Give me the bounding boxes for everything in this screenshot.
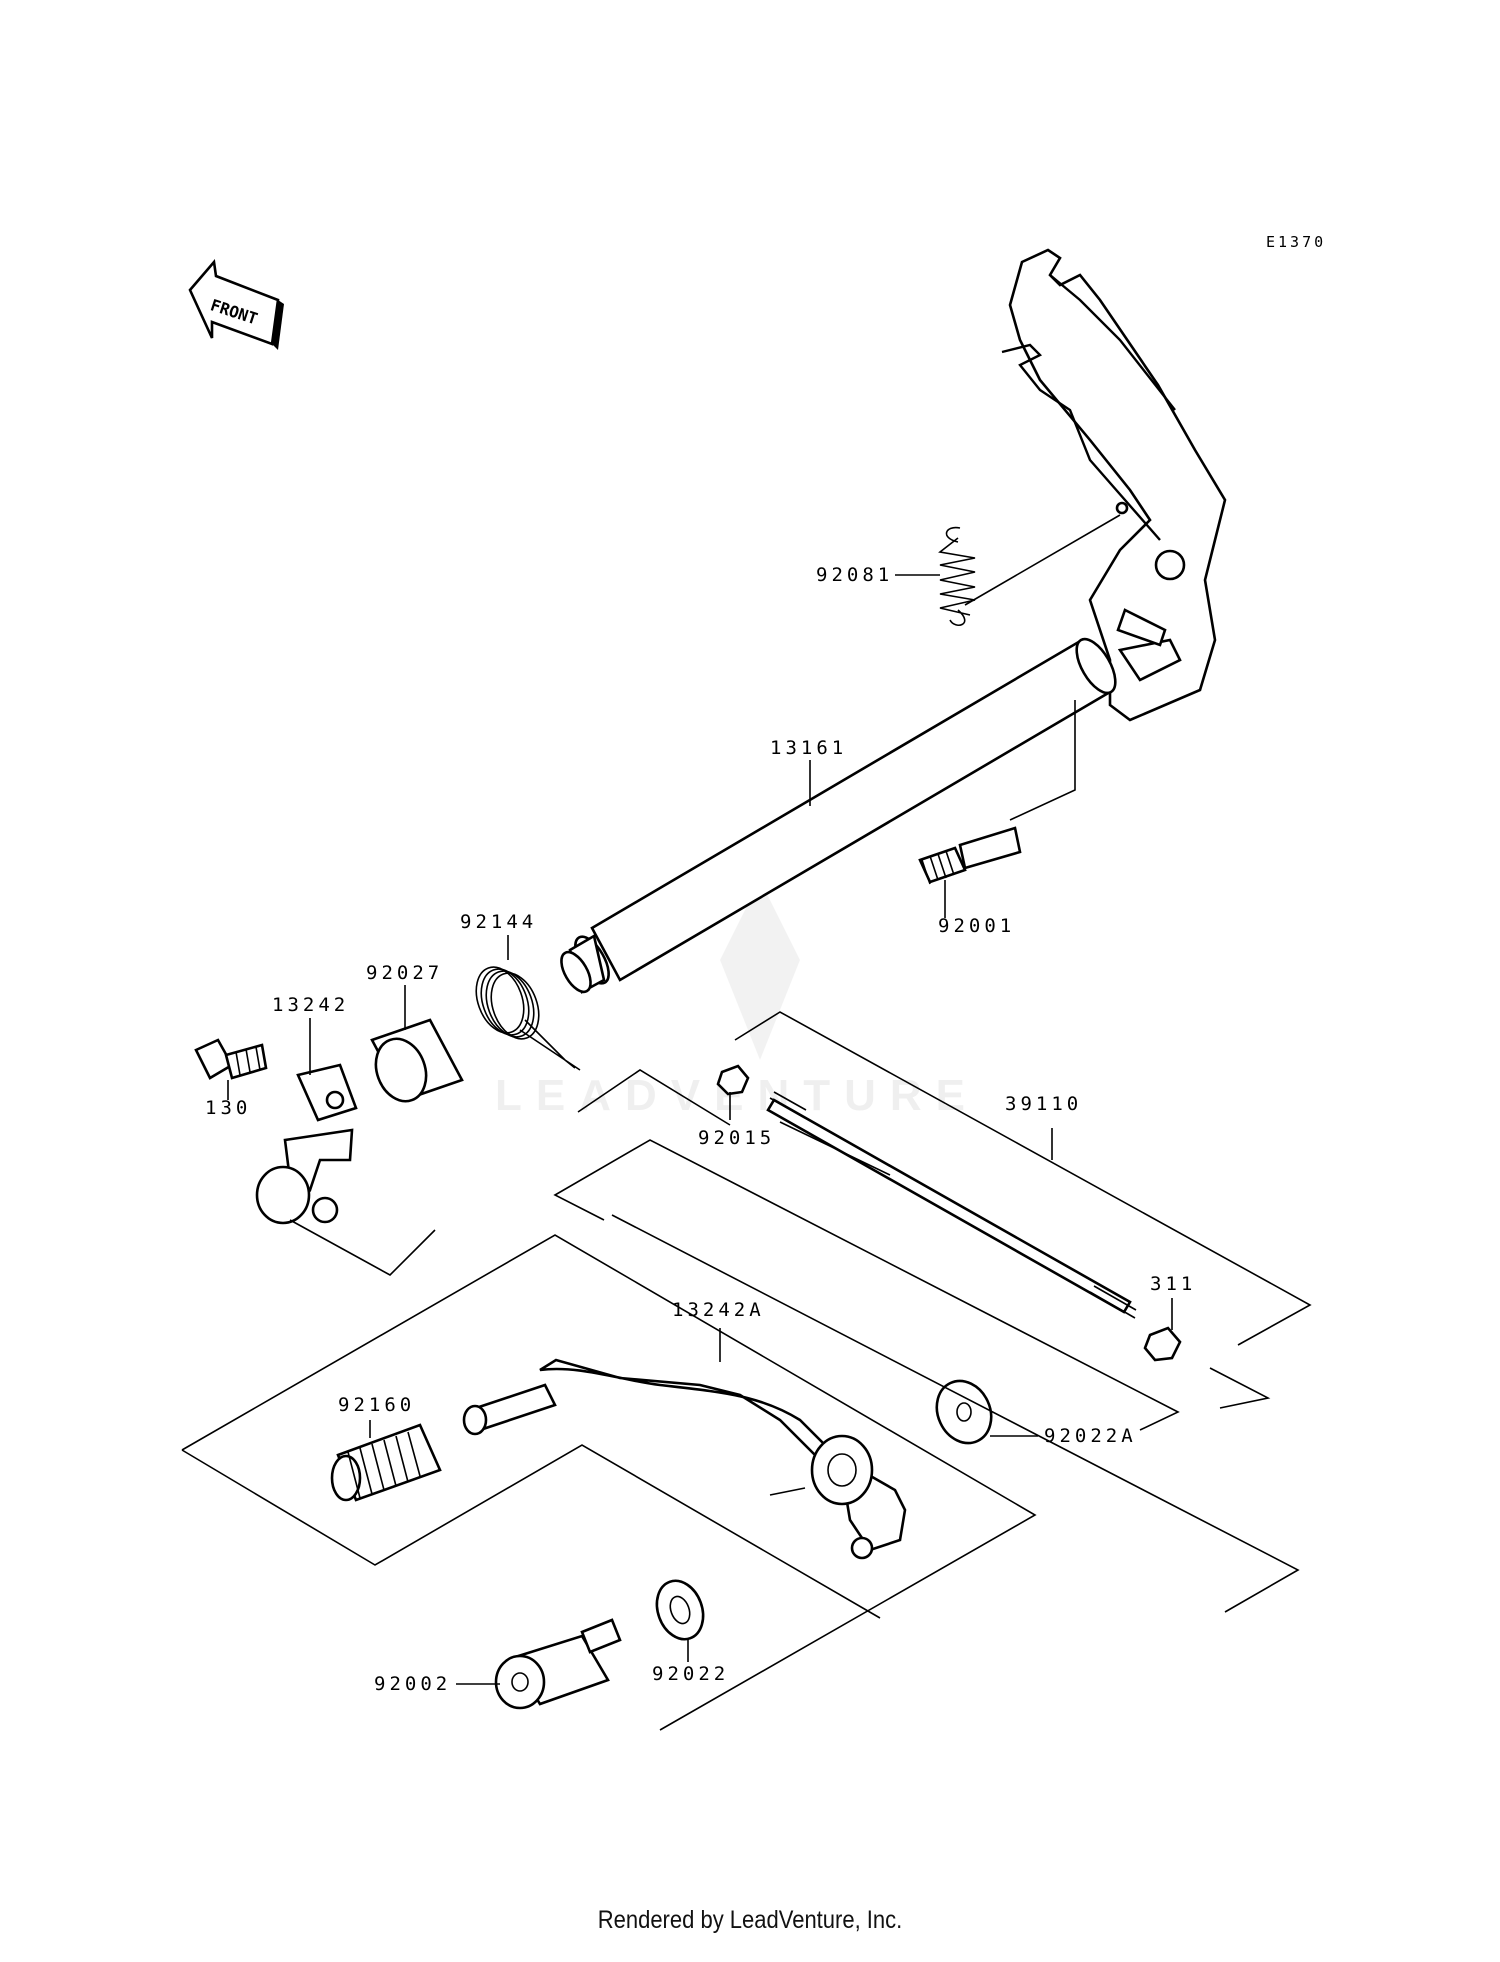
- shift-shaft: [560, 637, 1117, 994]
- label-130: 130: [205, 1097, 251, 1119]
- shift-mechanism-arm: [1001, 248, 1227, 722]
- shift-pedal-13242A: [462, 1358, 907, 1560]
- assembly-frames: [181, 514, 1312, 1731]
- leader-lines: [227, 574, 1173, 1685]
- collar-92027: [370, 1018, 464, 1103]
- washer-92022: [655, 1579, 705, 1641]
- label-13161: 13161: [770, 737, 847, 759]
- clamp-13242: [255, 1063, 358, 1225]
- label-92027: 92027: [366, 962, 443, 984]
- label-92022: 92022: [652, 1663, 729, 1685]
- nut-92015: [716, 1064, 750, 1096]
- front-arrow-icon: FRONT: [188, 258, 284, 350]
- tie-rod-39110: [766, 1091, 1137, 1319]
- bolt-92002: [494, 1618, 622, 1710]
- pedal-rubber-92160: [330, 1423, 442, 1502]
- nut-311: [1143, 1326, 1182, 1362]
- label-92160: 92160: [338, 1394, 415, 1416]
- torsion-spring-92144: [475, 966, 581, 1071]
- label-311: 311: [1150, 1273, 1196, 1295]
- label-92081: 92081: [816, 564, 893, 586]
- diagram-code: E1370: [1266, 233, 1326, 251]
- label-92015: 92015: [698, 1127, 775, 1149]
- footer-credit: Rendered by LeadVenture, Inc.: [597, 1906, 903, 1934]
- label-92022A: 92022A: [1044, 1425, 1137, 1447]
- part-labels: 92081 13161 92001 92144 92027 13242 130 …: [205, 564, 1196, 1695]
- label-39110: 39110: [1005, 1093, 1082, 1115]
- label-13242: 13242: [272, 994, 349, 1016]
- label-92002: 92002: [374, 1673, 451, 1695]
- label-92144: 92144: [460, 911, 537, 933]
- spring-92081: [938, 526, 976, 626]
- bolt-130: [194, 1038, 268, 1080]
- label-92001: 92001: [938, 915, 1015, 937]
- label-13242A: 13242A: [672, 1299, 765, 1321]
- washer-92022A: [935, 1379, 993, 1445]
- stud-bolt-92001: [918, 826, 1022, 885]
